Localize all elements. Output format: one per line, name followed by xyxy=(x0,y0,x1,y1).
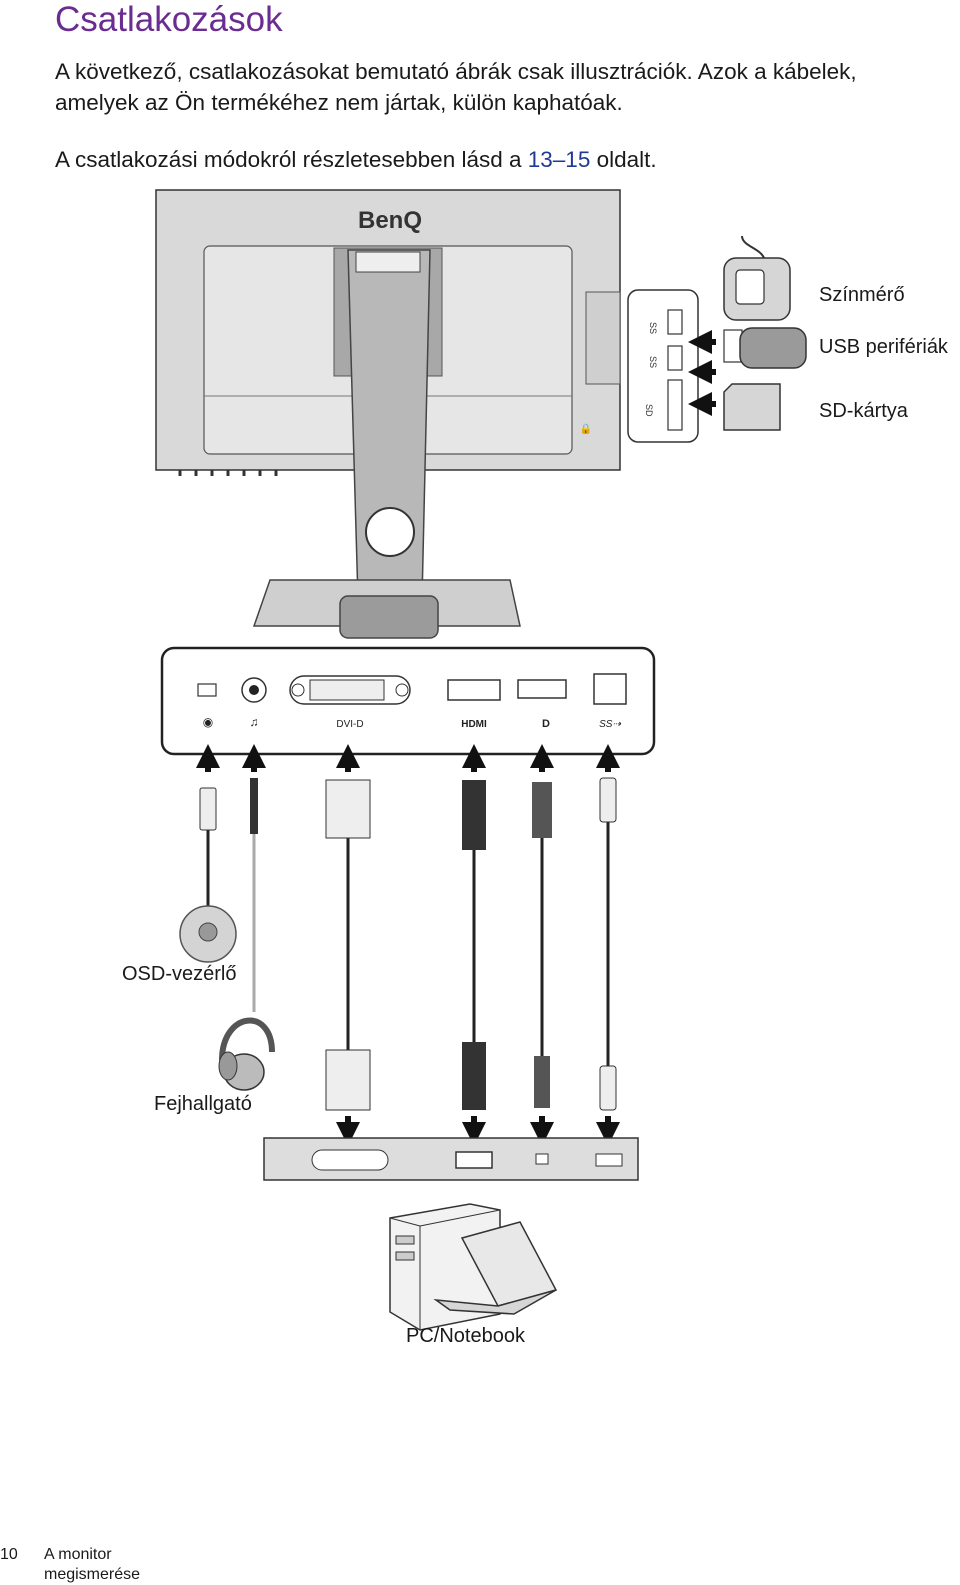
intro-paragraph-1: A következő, csatlakozásokat bemutató áb… xyxy=(55,59,857,115)
colorimeter-icon xyxy=(723,235,791,321)
osd-controller-label: OSD-vezérlő xyxy=(122,963,237,985)
usb-upstream-icon: SS⇢ xyxy=(599,719,621,730)
intro-paragraph-2: A csatlakozási módokról részletesebben l… xyxy=(55,144,935,175)
usb-peripherals-label: USB perifériák xyxy=(819,336,948,358)
usb-ss-label-1: SS xyxy=(648,322,658,334)
pc-notebook-label: PC/Notebook xyxy=(406,1325,525,1347)
hdmi-port-label: HDMI xyxy=(461,719,487,730)
intro-ref-before: A csatlakozási módokról részletesebben l… xyxy=(55,147,528,172)
pc-port-panel xyxy=(263,1137,639,1181)
intro-ref-after: oldalt. xyxy=(590,147,657,172)
headphone-label: Fejhallgató xyxy=(154,1093,252,1115)
usb-ss-label-2: SS xyxy=(648,356,658,368)
pc-notebook-icon xyxy=(389,1203,558,1331)
page-reference-link[interactable]: 13–15 xyxy=(527,147,591,172)
osd-port-icon: ◉ xyxy=(203,715,213,729)
cable-connectors-bottom xyxy=(325,1042,617,1111)
bottom-port-panel: ◉ ♫ DVI-D HDMI D SS⇢ xyxy=(160,646,656,756)
displayport-icon: D xyxy=(542,718,550,730)
page-title: Csatlakozások xyxy=(55,0,283,39)
dvi-port-label: DVI-D xyxy=(336,719,363,730)
colorimeter-label: Színmérő xyxy=(819,284,905,306)
pc-arrows xyxy=(336,1116,620,1146)
headphone-icon xyxy=(218,1017,275,1091)
intro-text: A következő, csatlakozásokat bemutató áb… xyxy=(55,56,935,175)
lock-icon: 🔒 xyxy=(580,423,592,435)
brand-logo: BenQ xyxy=(358,207,422,234)
osd-controller-icon xyxy=(179,905,237,963)
sd-card-label: SD-kártya xyxy=(819,400,908,422)
sd-port-label: SD xyxy=(644,404,654,417)
panel-arrows xyxy=(196,744,620,772)
usb-stick-icon xyxy=(723,327,807,369)
side-port-panel: SS SS SD xyxy=(627,289,716,443)
bottom-vent-ticks xyxy=(178,470,278,476)
cable-connectors-top xyxy=(199,777,617,850)
cables xyxy=(206,822,610,1066)
headphone-port-icon: ♫ xyxy=(250,715,259,729)
sd-card-icon xyxy=(723,383,781,431)
footer-section-title: A monitor megismerése xyxy=(44,1546,141,1583)
page-number: 10 xyxy=(0,1546,18,1563)
monitor-back: BenQ 🔒 xyxy=(155,189,621,639)
